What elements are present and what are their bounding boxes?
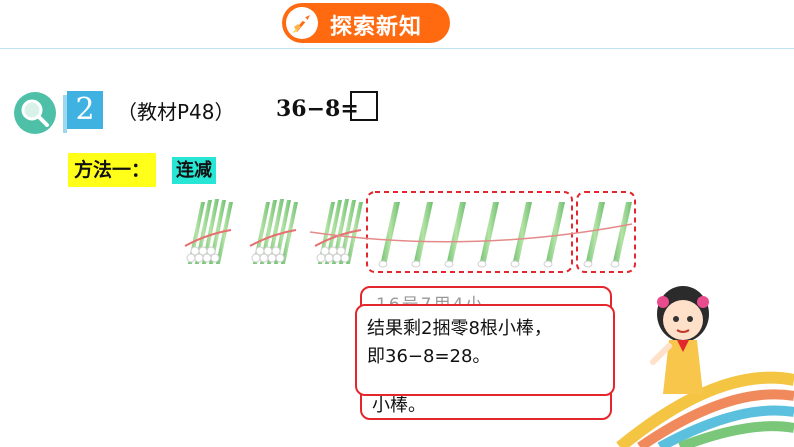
- speech-line-2: 即36−8=28。: [367, 346, 491, 367]
- single-stick: [411, 201, 434, 268]
- textbook-reference: （教材P48）: [117, 100, 235, 124]
- rainbow-decoration: [616, 371, 794, 447]
- page-title: 探索新知: [330, 15, 423, 40]
- speech-text: 结果剩2捆零8根小棒， 即36−8=28。: [367, 315, 552, 371]
- rocket-icon: [286, 7, 318, 39]
- problem-number: 2: [63, 91, 103, 133]
- speech-line-1: 结果剩2捆零8根小棒，: [367, 318, 552, 339]
- strike-line: [309, 223, 633, 243]
- method-label: 方法一：: [68, 153, 157, 187]
- answer-box[interactable]: [350, 91, 378, 121]
- section-title-banner: 探索新知: [282, 3, 450, 43]
- header-divider: [0, 48, 794, 49]
- single-stick: [477, 201, 500, 268]
- removed-sticks-box-six: [366, 191, 573, 273]
- method-name-tag: 连减: [172, 157, 216, 184]
- speech-bubble: 结果剩2捆零8根小棒， 即36−8=28。: [355, 304, 615, 396]
- bundle-of-ten-2: [249, 198, 299, 265]
- single-stick: [610, 201, 633, 268]
- speech-back-bottom-text: 小棒。: [372, 395, 426, 416]
- single-stick: [444, 201, 467, 268]
- magnifier-icon: [14, 92, 56, 134]
- single-stick: [510, 201, 533, 268]
- single-stick: [583, 201, 606, 268]
- equation: 36−8=: [276, 96, 359, 122]
- single-stick: [378, 201, 401, 268]
- bundle-of-ten-1: [184, 198, 234, 265]
- removed-sticks-box-two: [576, 191, 636, 273]
- girl-character-icon: [650, 286, 709, 394]
- bundle-of-ten-3: [314, 198, 364, 265]
